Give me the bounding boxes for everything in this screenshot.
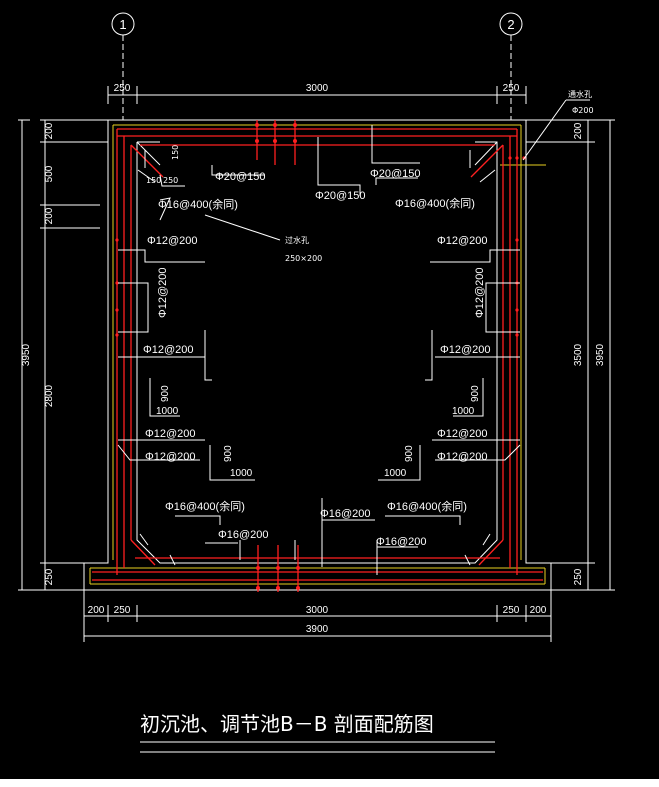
label-wall-r-vert: Φ12@200 <box>474 267 486 318</box>
top-dimension: 250 3000 250 <box>107 83 527 104</box>
accent-lines <box>89 124 546 585</box>
dim-900-r: 900 <box>470 385 481 402</box>
dim-1000-l: 1000 <box>156 406 179 417</box>
axis-1-label: 1 <box>119 17 126 32</box>
axis-marker-1: 1 <box>111 12 135 120</box>
dim-bottom-total: 3900 <box>306 624 329 635</box>
label-top-center-bar: Φ20@150 <box>315 190 366 202</box>
drawing-title: 初沉池、调节池B－B 剖面配筋图 <box>140 712 434 736</box>
label-haunch-br: Φ16@400(余同) <box>387 499 467 513</box>
haunch-h150: 150 <box>146 176 161 185</box>
dim-top-mid: 3000 <box>306 83 329 94</box>
label-vent-size: Φ200 <box>572 106 594 115</box>
axis-marker-2: 2 <box>499 12 523 120</box>
dim-left-b: 500 <box>44 165 55 182</box>
label-wall-l2: Φ12@200 <box>143 344 194 356</box>
dim-900-l: 900 <box>160 385 171 402</box>
dim-right-e: 250 <box>573 568 584 585</box>
dim-bottom-mid: 3000 <box>306 605 329 616</box>
label-hole-size: 250×200 <box>285 254 322 263</box>
dim-bottom-d: 200 <box>530 605 547 616</box>
dim-900-br: 900 <box>404 445 415 462</box>
dim-right-inner: 3500 <box>573 343 584 366</box>
dim-left-total: 3950 <box>21 343 32 366</box>
label-haunch-tl: Φ16@400(余同) <box>158 197 238 211</box>
dim-left-a: 200 <box>44 122 55 139</box>
label-wall-r3: Φ12@200 <box>437 428 488 440</box>
label-wall-r4: Φ12@200 <box>437 451 488 463</box>
dim-bottom-a: 200 <box>88 605 105 616</box>
dim-1000-r: 1000 <box>452 406 475 417</box>
dim-bottom-c: 250 <box>503 605 520 616</box>
dim-1000-bl: 1000 <box>230 468 253 479</box>
left-dimension: 200 500 200 2800 250 3950 <box>18 119 108 591</box>
bottom-band <box>0 779 659 787</box>
label-vent: 通水孔 <box>568 89 592 99</box>
dim-top-left: 250 <box>114 83 131 94</box>
bottom-dimension: 200 250 3000 250 200 3900 <box>83 590 552 642</box>
right-dimension: 200 3500 3950 250 <box>526 119 615 591</box>
label-wall-l3: Φ12@200 <box>145 428 196 440</box>
label-wall-r2: Φ12@200 <box>440 344 491 356</box>
label-top-left-bar: Φ20@150 <box>215 171 266 183</box>
label-bottom-right-bar: Φ16@200 <box>376 536 427 548</box>
haunch-w250: 250 <box>163 176 178 185</box>
label-haunch-tr: Φ16@400(余同) <box>395 196 475 210</box>
label-haunch-bl: Φ16@400(余同) <box>165 499 245 513</box>
dim-left-e: 250 <box>44 568 55 585</box>
haunch-v150: 150 <box>171 145 180 160</box>
dim-left-d: 2800 <box>44 384 55 407</box>
label-hole: 过水孔 <box>285 235 309 245</box>
label-bottom-center-bar: Φ16@200 <box>320 508 371 520</box>
dim-right-total: 3950 <box>595 343 606 366</box>
label-wall-l1: Φ12@200 <box>147 235 198 247</box>
dim-bottom-b: 250 <box>114 605 131 616</box>
bar-shapes <box>117 99 590 575</box>
axis-2-label: 2 <box>507 17 514 32</box>
dim-900-bl: 900 <box>223 445 234 462</box>
label-wall-l-vert: Φ12@200 <box>157 267 169 318</box>
label-wall-l4: Φ12@200 <box>145 451 196 463</box>
dim-top-right: 250 <box>503 83 520 94</box>
label-top-right-bar: Φ20@150 <box>370 168 421 180</box>
rebar-lines <box>92 120 543 592</box>
label-wall-r1: Φ12@200 <box>437 235 488 247</box>
dim-left-c: 200 <box>44 207 55 224</box>
label-bottom-left-bar: Φ16@200 <box>218 529 269 541</box>
dim-1000-br: 1000 <box>384 468 407 479</box>
dim-right-a: 200 <box>573 122 584 139</box>
drawing-title-block: 初沉池、调节池B－B 剖面配筋图 <box>140 712 495 753</box>
